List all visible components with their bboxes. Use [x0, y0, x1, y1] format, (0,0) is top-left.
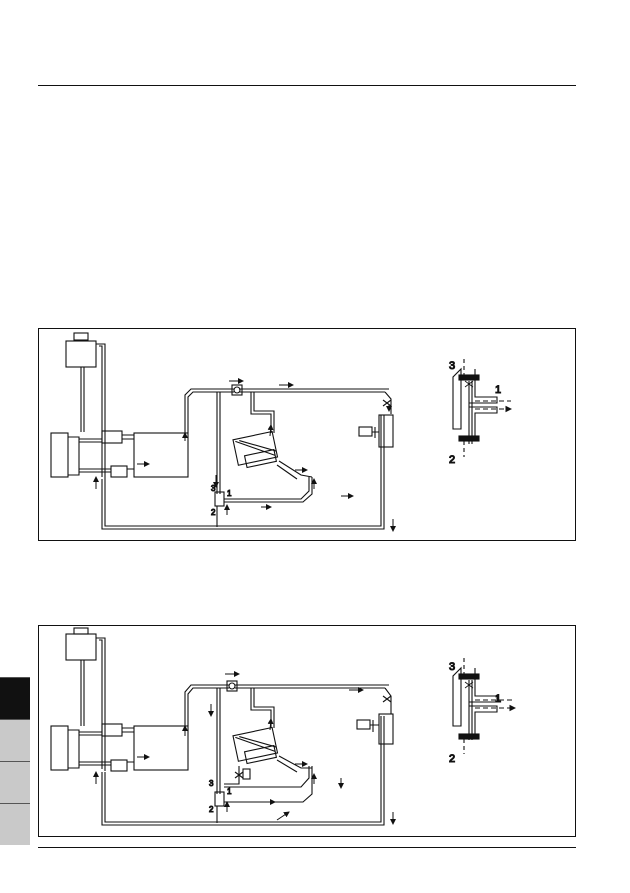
tank-cap	[73, 332, 89, 341]
detail-label-1: 1	[495, 693, 501, 705]
valve-label-1: 1	[227, 787, 232, 796]
valve-label-1: 1	[227, 489, 232, 498]
diagram-svg-1: 3 1 2 3 1 2	[50, 332, 577, 532]
detail-label-2: 2	[449, 454, 455, 466]
valve-label-2: 2	[209, 805, 214, 814]
valve-detail-inset	[452, 658, 515, 754]
detail-label-3: 3	[449, 661, 455, 673]
thermostat	[101, 430, 123, 444]
valve-label-2: 2	[211, 508, 216, 517]
header-rule	[38, 85, 576, 86]
section-index-tabs	[0, 677, 30, 845]
section-tab-2[interactable]	[0, 719, 30, 761]
section-tab-4[interactable]	[0, 803, 30, 845]
radiator	[50, 725, 69, 771]
reservoir-right	[378, 414, 394, 448]
water-pump	[110, 759, 128, 772]
three-way-valve	[214, 491, 225, 507]
heater-core	[232, 430, 279, 469]
section-tab-3[interactable]	[0, 761, 30, 803]
detail-label-3: 3	[449, 360, 455, 372]
footer-rule	[38, 847, 576, 848]
valve-label-3: 3	[211, 484, 216, 493]
radiator	[50, 432, 69, 478]
shutoff-valve	[234, 771, 244, 779]
valve-label-3: 3	[209, 779, 214, 788]
three-way-valve	[214, 791, 225, 807]
check-valve-top	[226, 680, 238, 692]
diagram-svg-2: 3 1 2 3 1 2	[50, 627, 577, 826]
reservoir-right	[378, 713, 394, 745]
coolant-circuit-diagram-1: 3 1 2 3 1 2	[38, 328, 576, 541]
expansion-tank	[65, 340, 97, 368]
coolant-circuit-diagram-2: 3 1 2 3 1 2	[38, 625, 576, 837]
engine-block	[133, 725, 189, 771]
thermostat	[101, 723, 123, 737]
section-tab-1[interactable]	[0, 677, 30, 719]
actuator	[356, 719, 371, 730]
check-valve-top	[231, 384, 243, 396]
actuator	[358, 426, 373, 437]
expansion-tank	[65, 633, 97, 661]
detail-label-2: 2	[449, 753, 455, 765]
detail-label-1: 1	[495, 384, 501, 396]
engine-block	[133, 432, 189, 478]
heater-core	[232, 726, 279, 765]
valve-detail-inset	[452, 359, 511, 457]
water-pump	[110, 465, 128, 478]
tank-cap	[73, 627, 89, 635]
shutoff-actuator	[242, 768, 251, 780]
